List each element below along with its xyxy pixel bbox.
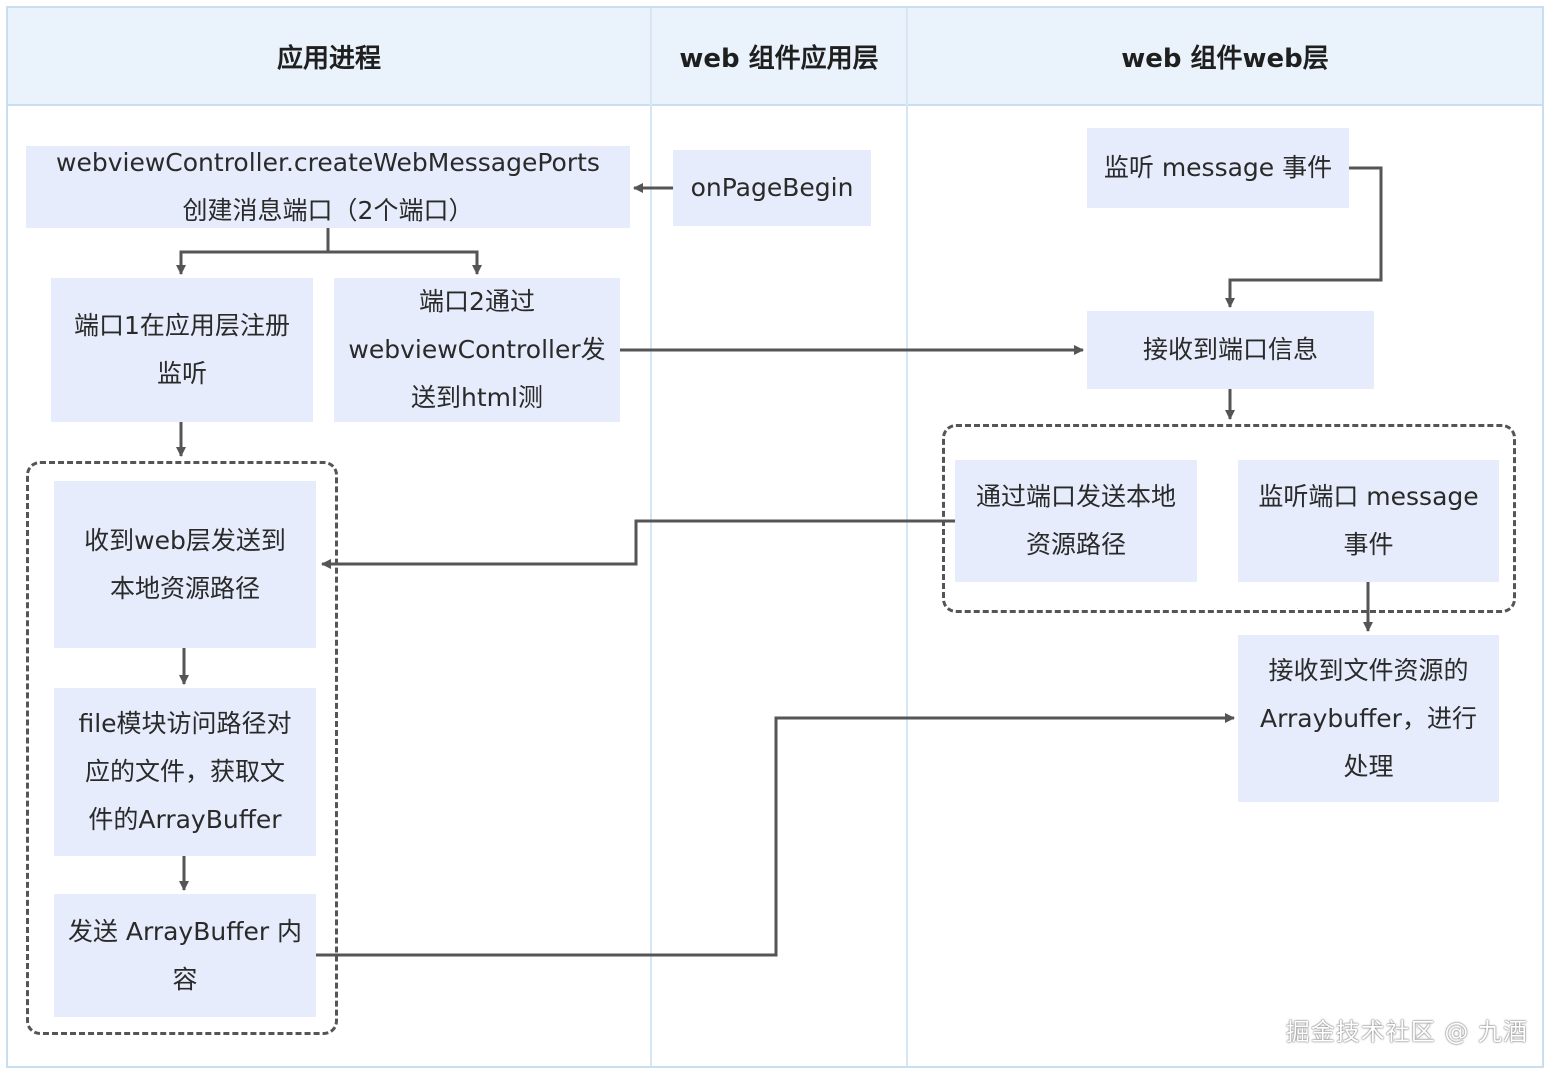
listen-message-node: 监听 message 事件: [1087, 128, 1349, 208]
send-path-text: 通过端口发送本地 资源路径: [975, 482, 1176, 559]
recv-buffer-node: 接收到文件资源的 Arraybuffer，进行 处理: [1238, 635, 1499, 802]
listen-message-text: 监听 message 事件: [1103, 153, 1333, 182]
lane-title-web-app: web 组件应用层: [679, 43, 879, 74]
edge-create-to-port2: [328, 250, 482, 275]
on-page-begin-text: onPageBegin: [690, 173, 854, 202]
swimlane-header: [8, 8, 1542, 106]
edge-sendpath-to-recvpath: [321, 519, 955, 569]
watermark: 掘金技术社区 @ 九酒: [1285, 1018, 1528, 1046]
create-ports-text: webviewController.createWebMessagePorts …: [56, 148, 600, 225]
lane-title-web-web: web 组件web层: [1121, 43, 1329, 74]
send-buffer-text: 发送 ArrayBuffer 内 容: [67, 916, 303, 994]
file-access-text: file模块访问路径对 应的文件，获取文 件的ArrayBuffer: [78, 709, 292, 834]
on-page-begin-node: onPageBegin: [673, 150, 871, 226]
port2-text: 端口2通过 webviewController发 送到html测: [348, 287, 606, 412]
edge-sendbuffer-to-recvbuffer: [316, 713, 1235, 957]
send-buffer-node: 发送 ArrayBuffer 内 容: [54, 894, 316, 1017]
send-path-node: 通过端口发送本地 资源路径: [955, 460, 1197, 582]
port1-text: 端口1在应用层注册 监听: [74, 311, 290, 388]
web-layer-group: [942, 424, 1516, 613]
listen-port-message-text: 监听端口 message 事件: [1258, 482, 1479, 559]
edge-listen-to-receive: [1225, 166, 1383, 308]
listen-port-message-node: 监听端口 message 事件: [1238, 460, 1499, 582]
port1-node: 端口1在应用层注册 监听: [51, 278, 313, 422]
recv-path-text: 收到web层发送到 本地资源路径: [84, 525, 286, 603]
recv-buffer-text: 接收到文件资源的 Arraybuffer，进行 处理: [1260, 655, 1477, 781]
lane-divider-2: [906, 8, 908, 1066]
receive-port-node: 接收到端口信息: [1087, 311, 1374, 389]
port2-node: 端口2通过 webviewController发 送到html测: [334, 278, 620, 422]
recv-path-node: 收到web层发送到 本地资源路径: [54, 481, 316, 648]
file-access-node: file模块访问路径对 应的文件，获取文 件的ArrayBuffer: [54, 688, 316, 856]
lane-divider-1: [650, 8, 652, 1066]
app-process-group: [26, 461, 338, 1035]
swimlane-frame: [6, 6, 1544, 1068]
receive-port-text: 接收到端口信息: [1142, 335, 1318, 364]
edge-create-split: [179, 228, 330, 274]
lane-title-app: 应用进程: [276, 43, 381, 74]
create-ports-node: webviewController.createWebMessagePorts …: [26, 146, 630, 228]
